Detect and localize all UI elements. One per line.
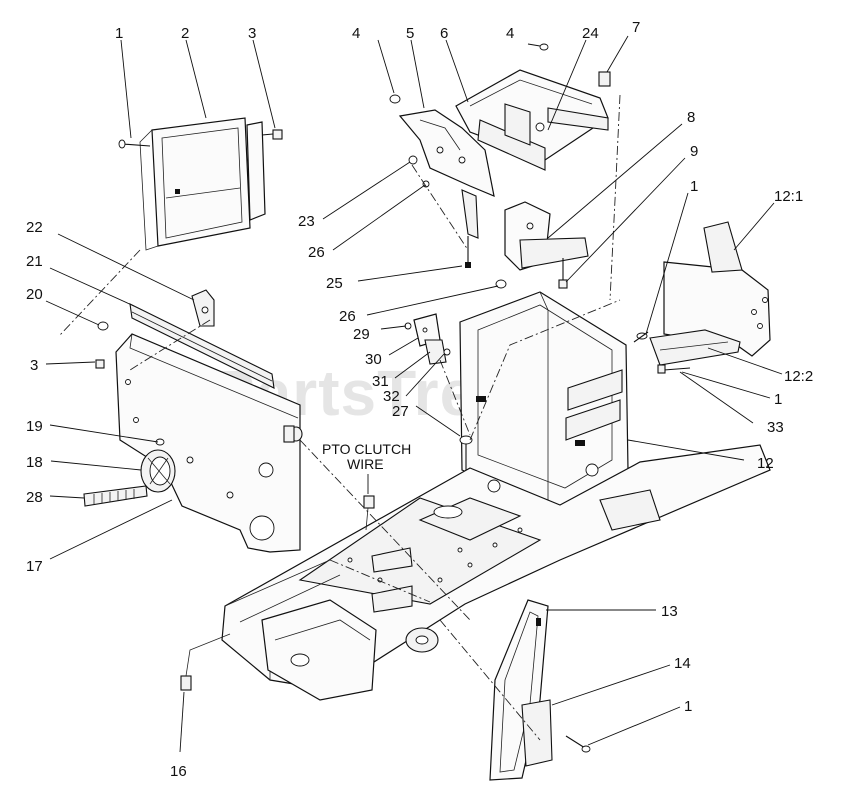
part-12-2-bracket	[649, 329, 741, 366]
callout-1: 1	[684, 698, 692, 715]
callouts: 1 2 3 4 5 6 4 24 7 8 9 1 12:1 22 21 20 3…	[26, 19, 813, 780]
part-1-screw-topleft	[118, 139, 151, 149]
part-16-connector	[180, 633, 231, 691]
callout-20: 20	[26, 286, 43, 303]
callout-17: 17	[26, 558, 43, 575]
callout-4: 4	[352, 25, 360, 42]
callout-22: 22	[26, 219, 43, 236]
callout-6: 6	[440, 25, 448, 42]
part-20-nut	[97, 321, 109, 331]
callout-7: 7	[632, 19, 640, 36]
callout-13: 13	[661, 603, 678, 620]
callout-21: 21	[26, 253, 43, 270]
part-27-bolt	[459, 435, 473, 472]
part-22-rail	[129, 303, 275, 389]
part-8-bracket	[504, 201, 589, 271]
part-26-washer-b	[495, 279, 507, 289]
part-7-clip	[598, 71, 611, 87]
assembly-lines	[59, 94, 621, 741]
part-3-bolt-left	[95, 359, 105, 369]
note-line-1: PTO CLUTCH	[322, 441, 411, 457]
callout-5: 5	[406, 25, 414, 42]
part-22-clip	[191, 289, 215, 327]
callout-12-1: 12:1	[774, 188, 803, 205]
callout-9: 9	[690, 143, 698, 160]
callout-1: 1	[690, 178, 698, 195]
callout-26: 26	[308, 244, 325, 261]
part-32-screw	[443, 348, 451, 356]
part-25-bolt	[465, 236, 471, 268]
pto-clutch-wire-label: PTO CLUTCH WIRE	[322, 441, 411, 494]
callout-8: 8	[687, 109, 695, 126]
part-4-nut-a	[389, 94, 401, 104]
leader-lines	[45, 35, 783, 753]
callout-12-2: 12:2	[784, 368, 813, 385]
callout-3: 3	[248, 25, 256, 42]
handle-knob	[283, 425, 303, 443]
callout-29: 29	[353, 326, 370, 343]
callout-12: 12	[757, 455, 774, 472]
callout-3: 3	[30, 357, 38, 374]
note-line-2: WIRE	[347, 456, 384, 472]
callout-25: 25	[326, 275, 343, 292]
callout-14: 14	[674, 655, 691, 672]
callout-24: 24	[582, 25, 599, 42]
part-2-cover-panel	[139, 117, 266, 251]
part-9-bolt	[558, 258, 568, 289]
callout-19: 19	[26, 418, 43, 435]
part-18-grommet	[140, 449, 176, 493]
part-3-bolt-topleft	[261, 129, 283, 140]
callout-30: 30	[365, 351, 382, 368]
part-23-nut	[408, 155, 418, 165]
callout-26: 26	[339, 308, 356, 325]
part-6-dash-mount	[455, 69, 609, 171]
callout-32: 32	[383, 388, 400, 405]
callout-16: 16	[170, 763, 187, 780]
callout-23: 23	[298, 213, 315, 230]
part-33-bolt	[657, 364, 691, 374]
callout-28: 28	[26, 489, 43, 506]
part-1-screw-front	[565, 735, 591, 753]
part-12-frame	[459, 291, 629, 520]
callout-1: 1	[115, 25, 123, 42]
callout-31: 31	[372, 373, 389, 390]
callout-2: 2	[181, 25, 189, 42]
part-14-bracket	[521, 699, 553, 767]
callout-27: 27	[392, 403, 409, 420]
callout-33: 33	[767, 419, 784, 436]
callout-1: 1	[774, 391, 782, 408]
callout-4: 4	[506, 25, 514, 42]
engine-housing	[261, 599, 439, 701]
part-28-cable	[83, 485, 148, 507]
part-5-bracket	[398, 109, 495, 239]
callout-18: 18	[26, 454, 43, 471]
part-4-nut-b	[527, 43, 549, 51]
